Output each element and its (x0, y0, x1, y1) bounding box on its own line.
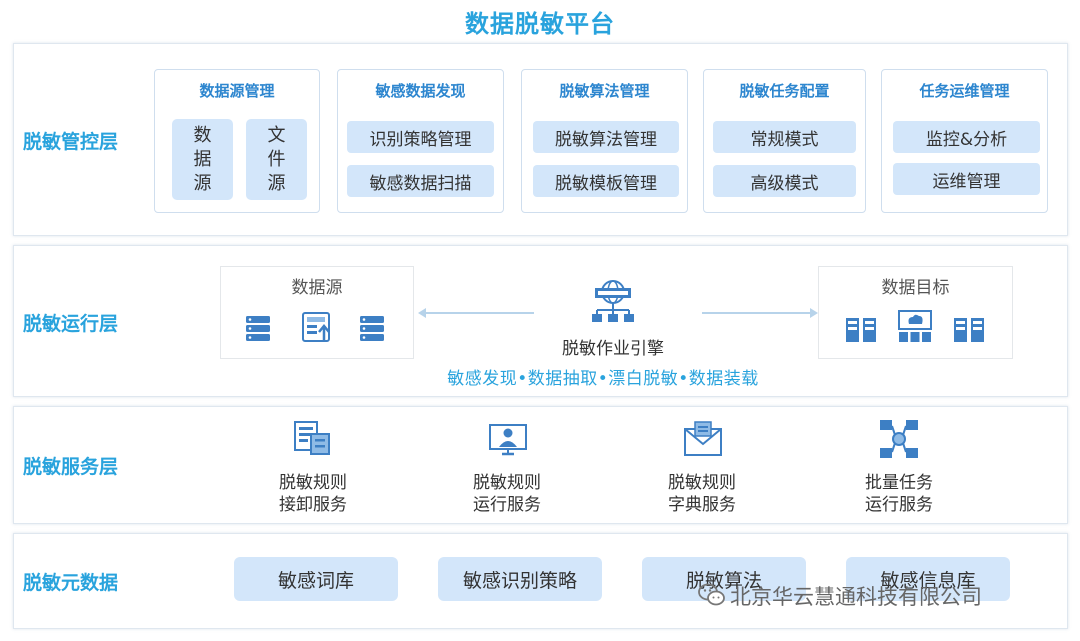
engine-network-icon (592, 280, 634, 322)
watermark-text: 北京华云慧通科技有限公司 (730, 585, 982, 609)
layer-control-label: 脱敏管控层 (23, 131, 119, 153)
sensitive-policy-pill[interactable]: 敏感识别策略 (438, 557, 602, 601)
user-monitor-icon (489, 424, 527, 456)
sensitive-dictionary-pill[interactable]: 敏感词库 (234, 557, 398, 601)
service-label-line2: 接卸服务 (279, 495, 347, 515)
service-label-line1: 批量任务 (865, 473, 933, 493)
group-title: 数据源管理 (199, 82, 275, 100)
masking-algorithm-pill[interactable]: 脱敏算法 (642, 557, 806, 601)
layer-runtime-label: 脱敏运行层 (23, 313, 119, 335)
filesource-pill-label: 文件源 (267, 124, 286, 194)
process-flow-text: 敏感发现•数据抽取•漂白脱敏•数据装载 (447, 369, 759, 389)
template-pill[interactable]: 脱敏模板管理 (533, 165, 679, 197)
group-title: 敏感数据发现 (375, 82, 466, 100)
server-upload-icon (302, 312, 330, 342)
data-target-title: 数据目标 (881, 278, 950, 298)
ops-management-pill[interactable]: 运维管理 (893, 163, 1040, 195)
arrow-left-icon (418, 308, 534, 318)
service-label-line2: 运行服务 (473, 495, 541, 515)
service-label-line1: 脱敏规则 (279, 473, 347, 493)
sensitive-scan-pill[interactable]: 敏感数据扫描 (347, 165, 494, 197)
layer-service (13, 406, 1068, 524)
datasource-pill[interactable]: 数据源 (172, 119, 233, 200)
data-target-box: 数据目标 (818, 266, 1013, 359)
datasource-pill-label: 数据源 (193, 124, 212, 194)
group-title: 任务运维管理 (919, 82, 1010, 100)
group-title: 脱敏任务配置 (739, 82, 830, 100)
normal-mode-pill[interactable]: 常规模式 (713, 121, 856, 153)
wechat-icon (698, 583, 725, 606)
page-title: 数据脱敏平台 (465, 10, 615, 38)
service-item-rule-runtime: 脱敏规则 运行服务 (447, 472, 567, 516)
layer-metadata-label: 脱敏元数据 (23, 572, 119, 594)
document-rules-icon (294, 421, 330, 455)
sensitive-info-pill[interactable]: 敏感信息库 (846, 557, 1010, 601)
engine-label: 脱敏作业引擎 (562, 339, 664, 359)
service-item-batch-task: 批量任务 运行服务 (839, 472, 959, 516)
database-stack-icon (360, 316, 384, 341)
recognition-policy-pill[interactable]: 识别策略管理 (347, 121, 494, 153)
arrow-right-icon (702, 308, 818, 318)
service-label-line2: 运行服务 (865, 495, 933, 515)
layer-service-label: 脱敏服务层 (23, 456, 119, 478)
service-label-line1: 脱敏规则 (473, 473, 541, 493)
service-label-line2: 字典服务 (668, 495, 736, 515)
algorithm-pill[interactable]: 脱敏算法管理 (533, 121, 679, 153)
server-rack-icon (846, 318, 876, 342)
data-source-title: 数据源 (291, 278, 343, 298)
filesource-pill[interactable]: 文件源 (246, 119, 307, 200)
advanced-mode-pill[interactable]: 高级模式 (713, 165, 856, 197)
server-rack-icon (954, 318, 984, 342)
mail-dictionary-icon (684, 421, 722, 456)
group-title: 脱敏算法管理 (559, 82, 650, 100)
service-label-line1: 脱敏规则 (668, 473, 736, 493)
database-stack-icon (246, 316, 270, 341)
batch-network-icon (880, 420, 918, 458)
service-item-rule-dictionary: 脱敏规则 字典服务 (642, 472, 762, 516)
monitor-analysis-pill[interactable]: 监控&分析 (893, 121, 1040, 153)
service-item-rule-interface: 脱敏规则 接卸服务 (253, 472, 373, 516)
cloud-server-icon (898, 310, 932, 342)
